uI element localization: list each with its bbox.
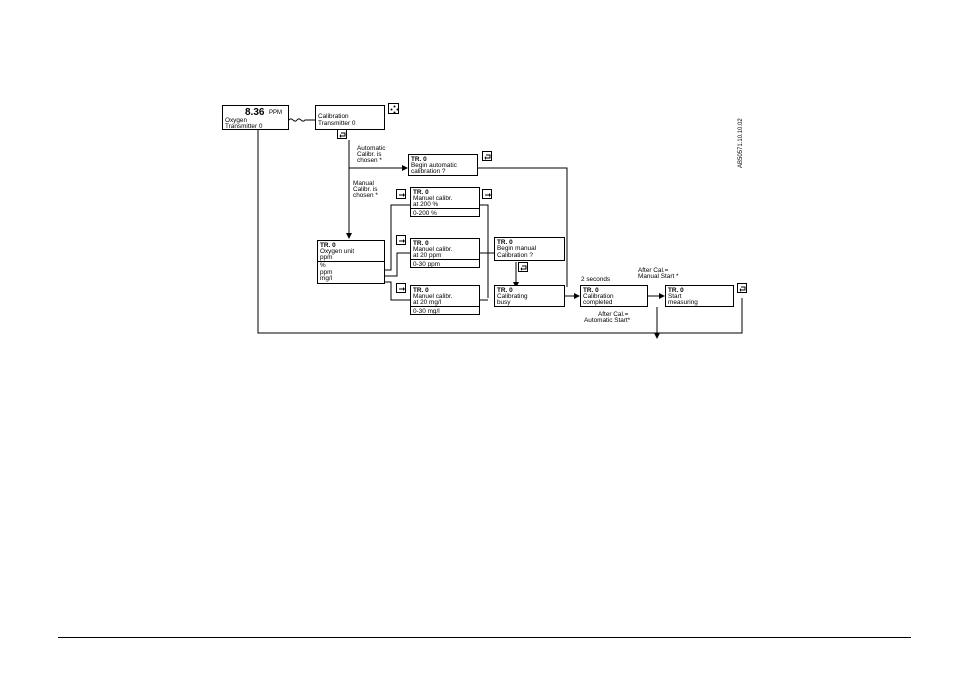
manual-20ppm-box: TR. 0 Manuel calibr. at 20 ppm 0-30 ppm [410,238,480,268]
oxygen-unit-box: TR. 0 Oxygen unit ppm % ppm mg/l [317,240,385,284]
auto-note-2: Calibr. is [357,151,382,158]
oxygen-unit-option-ppm: ppm [320,269,333,276]
after-manual-note-2: Manual Start * [638,273,679,280]
begin-manual-title: TR. 0 [497,239,513,246]
begin-manual-line-2: Calibration ? [497,252,533,259]
main-display-box: 8.36 PPM Oxygen Transmitter 0 [222,105,289,130]
manual-20ppm-title: TR. 0 [413,240,429,247]
oxygen-unit-line-1: Oxygen unit [320,248,355,255]
document-code: AB50571.10.10.02 [738,118,744,168]
manual-20ppm-line-1: Manuel calibr. [413,246,453,253]
oxygen-unit-option-mgl: mg/l [320,275,333,282]
enter-key-icon [337,129,347,139]
oxygen-unit-title: TR. 0 [320,242,336,249]
after-auto-note-1: After Cal.= [598,311,629,318]
busy-line-2: busy [497,299,511,306]
manual-20mgl-range: 0-30 mg/l [413,308,440,315]
begin-auto-title: TR. 0 [411,156,427,163]
arrow-key-icon [482,189,492,199]
oxygen-value: 8.36 [245,107,265,118]
completed-line-1: Calibration [583,293,614,300]
manual-20ppm-line-2: at 20 ppm [413,252,442,259]
begin-manual-line-1: Begin manual [497,245,537,252]
enter-key-icon [482,151,492,161]
manual-200-box: TR. 0 Manuel calibr. at 200 % 0-200 % [410,187,480,217]
manual-200-line-2: at 200 % [413,201,439,208]
manual-note-1: Manual [353,180,374,187]
manual-20mgl-title: TR. 0 [413,287,429,294]
manual-20mgl-line-1: Manuel calibr. [413,293,453,300]
arrow-key-icon [396,235,406,245]
start-measuring-box: TR. 0 Start measuring [665,285,734,307]
begin-auto-line-1: Begin automatic [411,162,457,169]
completed-line-2: completed [583,299,613,306]
arrow-key-icon [396,283,406,293]
enter-key-icon [518,262,528,272]
footer-rule [58,637,911,638]
manual-20ppm-range: 0-30 ppm [413,261,440,268]
after-manual-note-1: After Cal.= [638,267,669,274]
begin-automatic-box: TR. 0 Begin automatic calibration ? [408,154,478,176]
start-title: TR. 0 [668,287,684,294]
calibration-line-2: Transmitter 0 [318,120,356,127]
display-line-1: Oxygen [225,117,248,124]
two-seconds-label: 2 seconds [581,276,611,283]
arrow-key-icon [396,189,406,199]
begin-auto-line-2: calibration ? [411,168,446,175]
calibration-box: Calibration Transmitter 0 [315,105,385,130]
manual-20mgl-line-2: at 20 mg/l [413,299,442,306]
oxygen-unit-line-2: ppm [320,254,333,261]
manual-note-3: chosen * [353,192,378,199]
start-line-1: Start [668,293,682,300]
busy-line-1: Calibrating [497,293,528,300]
completed-title: TR. 0 [583,287,599,294]
auto-note-1: Automatic [357,145,386,152]
after-auto-note-2: Automatic Start* [584,317,631,324]
navigation-key-icon [388,103,399,114]
calibrating-busy-box: TR. 0 Calibrating busy [494,285,565,307]
display-line-2: Transmitter 0 [225,123,263,130]
manual-200-line-1: Manuel calibr. [413,195,453,202]
manual-20mgl-box: TR. 0 Manuel calibr. at 20 mg/l 0-30 mg/… [410,285,480,315]
busy-title: TR. 0 [497,287,513,294]
manual-200-title: TR. 0 [413,189,429,196]
begin-manual-box: TR. 0 Begin manual Calibration ? [494,237,565,261]
oxygen-unit-label: PPM [269,110,283,116]
enter-key-icon [737,283,747,293]
manual-200-range: 0-200 % [413,210,437,217]
start-line-2: measuring [668,299,698,306]
manual-note-2: Calibr. is [353,186,378,193]
auto-note-3: chosen * [357,157,382,164]
oxygen-unit-option-percent: % [320,262,326,269]
calibration-line-1: Calibration [318,113,349,120]
calibration-completed-box: TR. 0 Calibration completed [580,285,648,307]
